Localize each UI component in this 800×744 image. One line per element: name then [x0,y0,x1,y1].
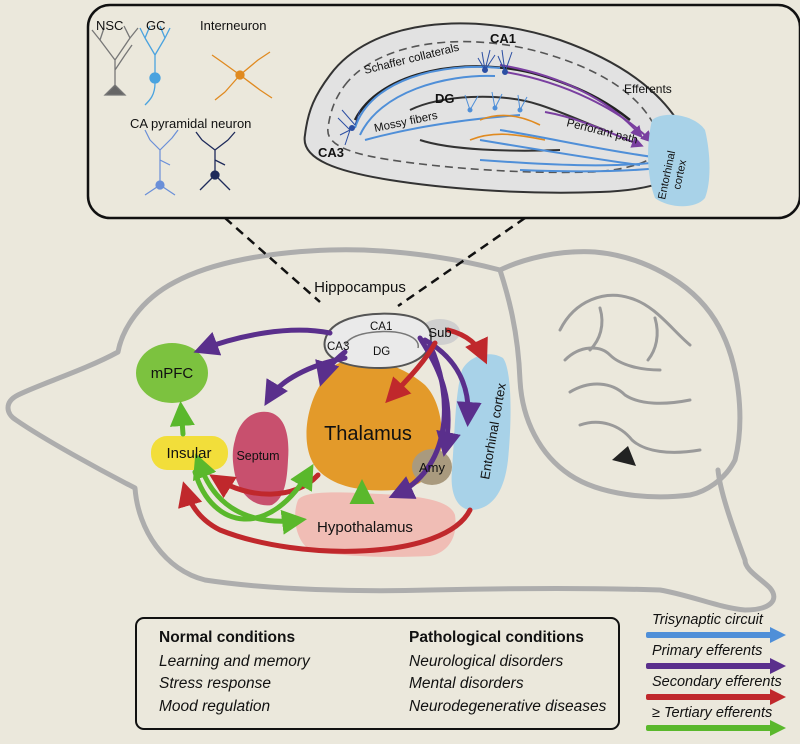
label-dg: DG [373,346,390,358]
normal-condition-item: Learning and memory [159,652,310,670]
inset-hippocampus-shape [303,22,692,194]
arrow-legend: Trisynaptic circuit Primary efferents Se… [620,612,800,744]
legend-arrowhead-icon [770,658,786,674]
legend-label-primary: Primary efferents [652,643,763,659]
legend-row-secondary: Secondary efferents [620,674,800,705]
ca3-neuron-cluster-icon [337,109,361,146]
label-inset-dg: DG [435,91,455,106]
normal-condition-item: Stress response [159,675,271,692]
label-septum: Septum [236,449,279,463]
legend-bar-trisynaptic [646,632,772,638]
label-nsc: NSC [96,18,123,33]
pathological-condition-item: Neurodegenerative diseases [409,697,607,715]
legend-bar-primary [646,663,772,669]
inset-dashed-boundary [327,40,662,174]
pathological-conditions-title: Pathological conditions [409,629,584,646]
legend-label-tertiary: ≥ Tertiary efferents [652,705,773,721]
conditions-legend: Normal conditions Learning and memory St… [135,617,620,730]
legend-row-primary: Primary efferents [620,643,800,674]
label-inset-ca1: CA1 [490,31,516,46]
label-thalamus: Thalamus [324,423,412,445]
label-amy: Amy [419,460,446,475]
label-hypothalamus: Hypothalamus [317,519,413,536]
inset-fibers-orange [469,114,546,141]
pathological-condition-item: Mental disorders [409,675,524,692]
brain-outline [5,247,777,613]
legend-bar-secondary [646,694,772,700]
label-ca-pyramidal-neuron: CA pyramidal neuron [130,116,251,131]
label-insular: Insular [166,445,211,462]
hypothalamus-region [295,492,456,557]
legend-row-trisynaptic: Trisynaptic circuit [620,612,800,643]
tertiary-efferent-arrows [169,401,375,535]
label-hippocampus: Hippocampus [314,279,406,296]
normal-conditions-title: Normal conditions [159,629,296,646]
legend-row-tertiary: ≥ Tertiary efferents [620,705,800,736]
label-ca3: CA3 [327,341,349,353]
label-interneuron: Interneuron [200,18,267,33]
legend-arrowhead-icon [770,720,786,736]
black-wedge-icon [612,446,636,466]
label-efferents: Efferents [624,82,672,96]
legend-label-trisynaptic: Trisynaptic circuit [652,612,763,628]
ca-layer [353,65,631,121]
mpfc-region [136,343,208,403]
ca1-neuron-cluster-icon [477,49,513,75]
pathological-conditions-column: Pathological conditions Neurological dis… [409,627,606,718]
zoom-line-right [397,216,526,308]
dg-neuron-cluster-icon [464,91,528,113]
ca-pyramidal-neuron-light-icon [144,129,179,196]
label-gc: GC [146,18,166,33]
legend-arrowhead-icon [770,627,786,643]
pathological-condition-item: Neurological disorders [409,652,564,670]
hippocampus-inner-curve [344,330,419,349]
label-mpfc: mPFC [151,365,194,382]
nsc-icon [91,25,139,96]
primary-efferent-arrows [193,327,482,499]
gc-icon [139,25,171,106]
label-ca1: CA1 [370,321,392,333]
ca-pyramidal-neuron-dark-icon [195,131,236,191]
zoom-line-left [224,217,321,303]
legend-arrowhead-icon [770,689,786,705]
legend-label-secondary: Secondary efferents [652,674,782,690]
interneuron-icon [211,51,273,101]
inset-fibers-efferent [499,64,653,148]
cerebellum-folia [558,293,702,454]
label-sub: Sub [428,325,451,340]
legend-bar-tertiary [646,725,772,731]
normal-condition-item: Mood regulation [159,697,271,715]
label-inset-ca3: CA3 [318,145,344,160]
normal-conditions-column: Normal conditions Learning and memory St… [159,627,310,718]
inset-entorhinal-cortex [648,114,710,207]
